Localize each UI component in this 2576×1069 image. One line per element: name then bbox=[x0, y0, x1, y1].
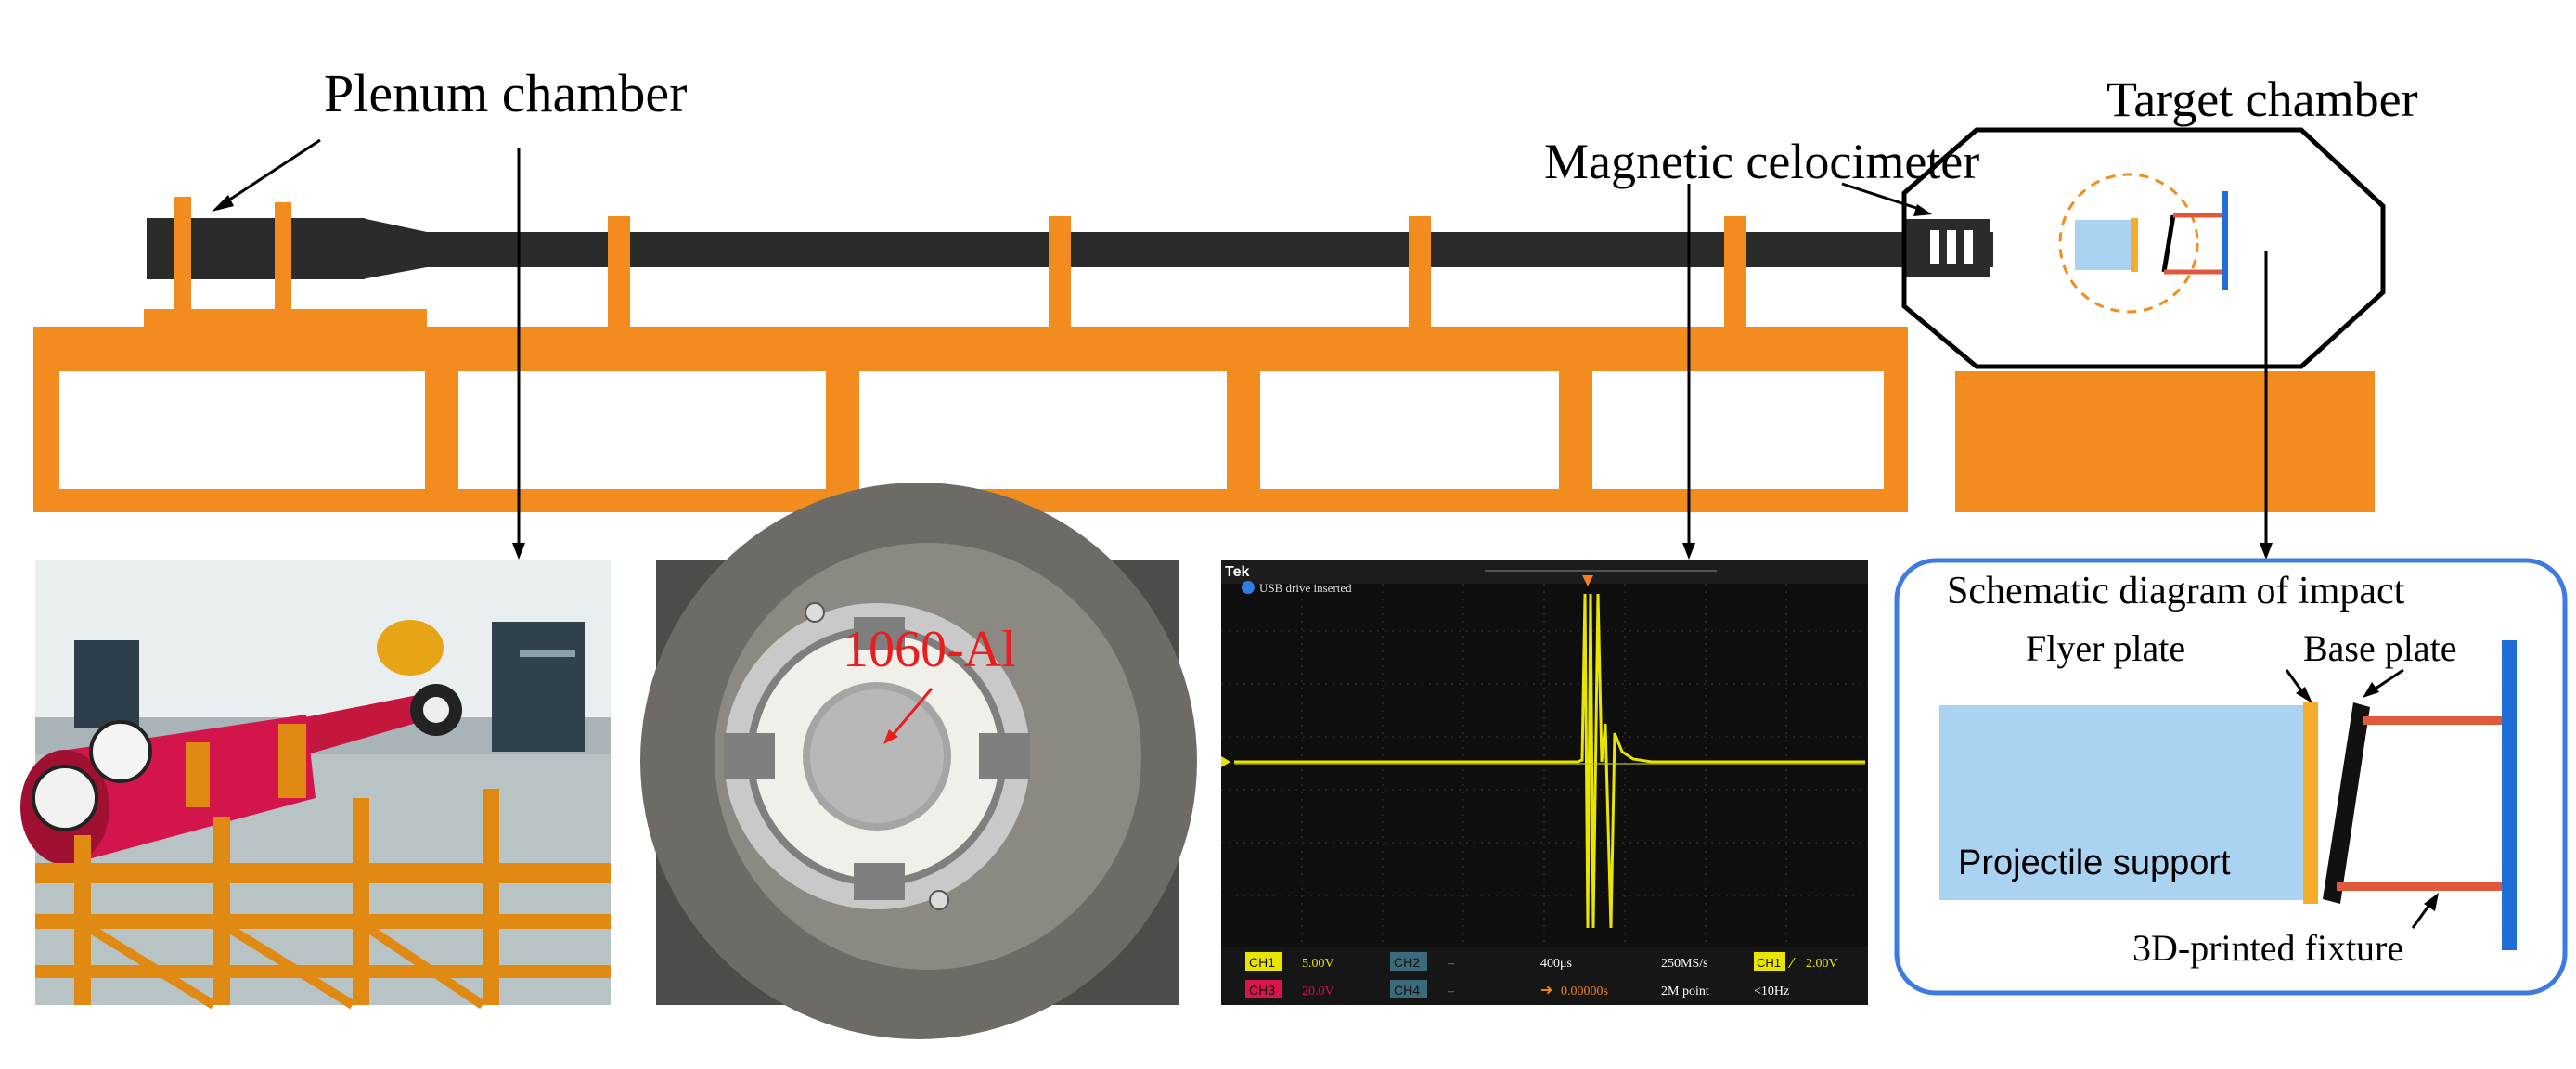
label-3d-printed-fixture: 3D-printed fixture bbox=[2132, 927, 2403, 969]
trigger-position-icon bbox=[1582, 575, 1593, 586]
label-flyer-plate: Flyer plate bbox=[2026, 627, 2185, 669]
label-projectile-support: Projectile support bbox=[1958, 844, 2231, 882]
barrel-support bbox=[1037, 216, 1083, 343]
mini-base-plate bbox=[2161, 214, 2176, 273]
scope-status-message: USB drive inserted bbox=[1259, 581, 1352, 595]
plenum-support bbox=[275, 202, 291, 312]
launch-barrel bbox=[425, 232, 1993, 267]
target-chamber-base bbox=[1955, 371, 2375, 512]
label-magnetic-velocimeter: Magnetic celocimeter bbox=[1544, 134, 1979, 189]
ch4-label: CH4 bbox=[1394, 983, 1420, 998]
trigger-level: 2.00V bbox=[1806, 957, 1838, 971]
ch1-badge bbox=[1245, 952, 1282, 971]
flyer-arrow bbox=[2285, 669, 2303, 691]
leader-arrowhead bbox=[1682, 543, 1695, 560]
label-target-chamber: Target chamber bbox=[2106, 71, 2418, 127]
barrel-assembly bbox=[147, 197, 1993, 343]
label-plenum-chamber: Plenum chamber bbox=[324, 63, 687, 123]
velocimeter-arrowhead bbox=[1913, 204, 1932, 216]
frame-post bbox=[1227, 367, 1260, 496]
frame-left-post bbox=[33, 327, 59, 512]
material-pointer bbox=[891, 688, 934, 736]
mini-target bbox=[2222, 191, 2228, 290]
frame-right-post bbox=[1884, 345, 1908, 512]
label-base-plate: Base plate bbox=[2303, 627, 2457, 669]
ch1-scale: 5.00V bbox=[1302, 957, 1334, 971]
scope-brand: Tek bbox=[1225, 564, 1249, 580]
velocimeter-coil bbox=[1964, 230, 1973, 264]
velocimeter-coil bbox=[1947, 230, 1956, 264]
flyer-plate bbox=[2303, 702, 2318, 904]
frame-post bbox=[425, 367, 458, 496]
trigger-channel-badge bbox=[1754, 952, 1785, 971]
fixture-rod-top bbox=[2363, 716, 2502, 725]
impact-zone-marker bbox=[2058, 173, 2199, 314]
schematic-title: Schematic diagram of impact bbox=[1947, 570, 2405, 612]
target-chamber-outline bbox=[1901, 127, 2386, 369]
mini-flyer bbox=[2131, 218, 2138, 272]
plenum-support bbox=[174, 197, 191, 312]
fixture-arrowhead bbox=[2424, 893, 2439, 911]
material-pointer-head bbox=[883, 729, 898, 744]
flyer-arrowhead bbox=[2296, 687, 2312, 703]
plenum-arrow bbox=[225, 138, 321, 204]
ch3-label: CH3 bbox=[1249, 983, 1275, 998]
scope-record-length: 2M point bbox=[1661, 985, 1709, 998]
ch2-label: CH2 bbox=[1394, 955, 1420, 970]
fixture-arrow bbox=[2411, 904, 2431, 929]
ch4-value: – bbox=[1447, 985, 1455, 998]
barrel-support bbox=[1712, 216, 1758, 343]
info-icon bbox=[1242, 581, 1255, 594]
base-plate bbox=[2323, 702, 2370, 904]
velocimeter-coil bbox=[1930, 230, 1939, 264]
fixture-rod-bottom bbox=[2337, 882, 2502, 891]
target-plate bbox=[2502, 640, 2517, 950]
barrel-support bbox=[1397, 216, 1443, 343]
target-chamber bbox=[1901, 127, 2386, 369]
scope-graticule bbox=[1221, 584, 1868, 947]
trigger-slope-icon: ∕ bbox=[1787, 956, 1796, 972]
plenum-arrowhead bbox=[212, 195, 234, 212]
ch2-value: – bbox=[1447, 957, 1455, 971]
frame-post bbox=[826, 367, 859, 496]
velocimeter-arrow bbox=[1841, 182, 1920, 211]
mini-projectile bbox=[2075, 220, 2131, 270]
frame-post bbox=[1559, 367, 1592, 496]
oscilloscope-screen: Tek USB drive inserted CH1 bbox=[1221, 560, 1868, 1005]
ch1-trace bbox=[1234, 593, 1865, 929]
base-plate-arrow bbox=[2375, 668, 2404, 690]
plenum-taper bbox=[362, 218, 427, 279]
scope-timebase: 400μs bbox=[1540, 957, 1572, 971]
leader-arrowhead bbox=[512, 543, 525, 560]
projectile-support bbox=[1939, 705, 2306, 900]
barrel-support bbox=[596, 216, 642, 343]
impact-schematic-panel: Schematic diagram of impact Projectile s… bbox=[1894, 558, 2568, 996]
label-sample-material: 1060-Al bbox=[843, 621, 1016, 678]
ch3-value: 20.0V bbox=[1302, 985, 1334, 998]
scope-trigger-delay: 0.00000s bbox=[1561, 985, 1608, 998]
ch3-badge bbox=[1245, 980, 1282, 998]
trigger-channel: CH1 bbox=[1757, 956, 1781, 970]
ch2-badge bbox=[1390, 952, 1427, 971]
ch1-marker-icon bbox=[1221, 756, 1230, 767]
leader-arrowhead bbox=[2260, 543, 2273, 560]
ch1-label: CH1 bbox=[1249, 955, 1275, 970]
frame-top-beam bbox=[33, 327, 1908, 371]
scope-sample-rate: 250MS/s bbox=[1661, 957, 1708, 971]
base-plate-arrowhead bbox=[2363, 682, 2379, 698]
ch4-badge bbox=[1390, 980, 1427, 998]
support-frame bbox=[33, 309, 2375, 512]
trigger-delay-icon: ➜ bbox=[1540, 983, 1552, 998]
lab-photo bbox=[20, 560, 611, 1010]
specimen-photo: 1060-Al bbox=[640, 483, 1197, 1039]
trigger-frequency: <10Hz bbox=[1754, 985, 1789, 998]
